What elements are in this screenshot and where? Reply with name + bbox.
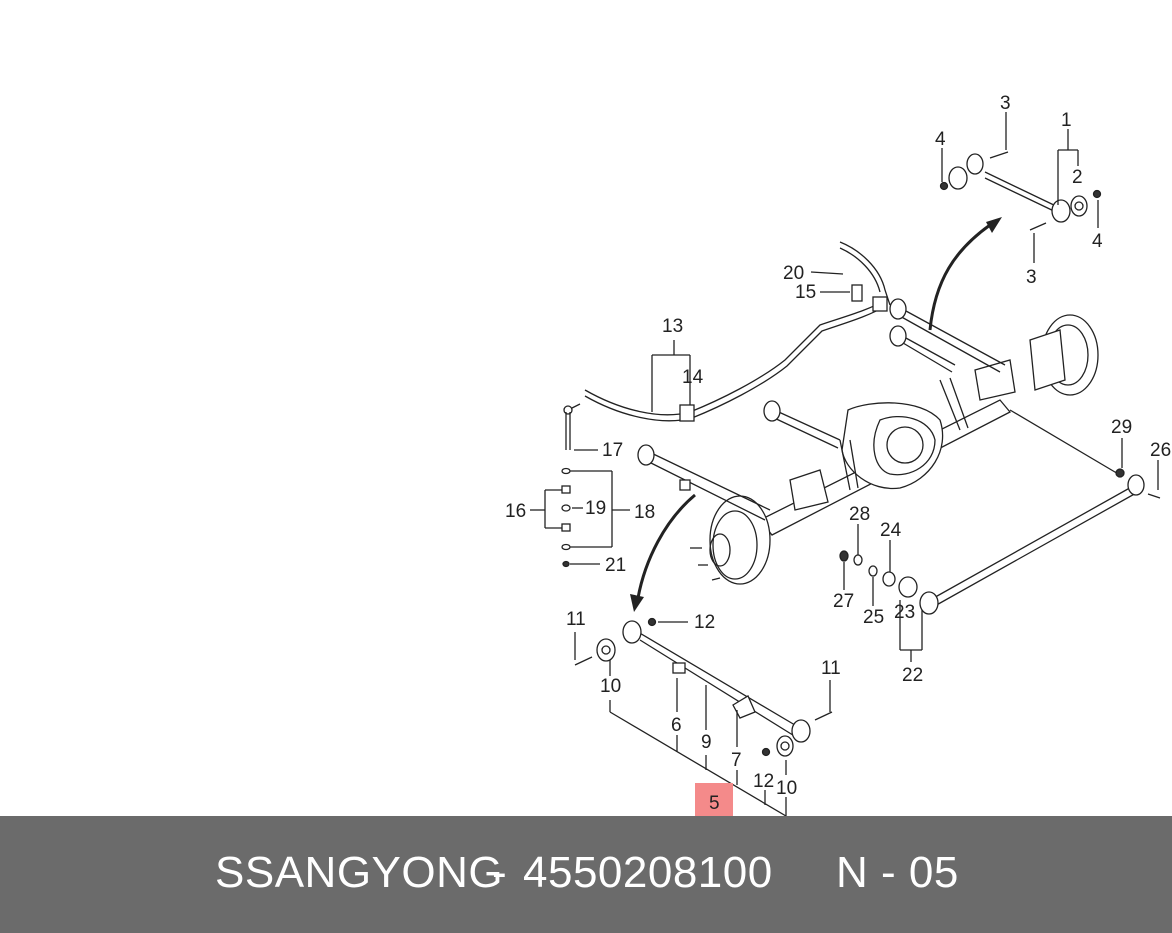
page-reference: N - 05 (836, 848, 959, 897)
stabilizer-link-kit (530, 403, 630, 568)
lateral-rod (839, 409, 1161, 662)
callout-label: 20 (783, 263, 804, 284)
callout-label: 12 (694, 612, 715, 633)
upper-arms-installed (763, 298, 1006, 491)
callout-label: 4 (1092, 231, 1103, 252)
callout-label: 22 (902, 665, 923, 686)
callout-label: 4 (935, 129, 946, 150)
callout-label: 25 (863, 607, 884, 628)
separator: - (492, 848, 508, 897)
callout-label: 13 (662, 316, 683, 337)
callout-label: 15 (795, 282, 816, 303)
part-number: 4550208100 (523, 848, 773, 897)
callout-label: 11 (566, 609, 586, 630)
callout-label: 2 (1072, 167, 1083, 188)
callout-label: 16 (505, 501, 526, 522)
callout-label: 1 (1061, 110, 1072, 131)
callout-label: 3 (1026, 267, 1037, 288)
footer-bar: SSANGYONG - 4550208100 N - 05 (0, 816, 1172, 933)
callout-label: 18 (634, 502, 655, 523)
highlight-box (695, 783, 733, 816)
callout-label: 23 (894, 602, 915, 623)
callout-label: 17 (602, 440, 623, 461)
callout-label: 21 (605, 555, 626, 576)
upper-control-arm (939, 151, 1102, 231)
brand-name: SSANGYONG (215, 848, 504, 897)
callout-labels: 1 2 3 4 3 4 20 15 13 14 17 16 19 18 21 2… (505, 93, 1171, 814)
callout-label: 10 (600, 676, 621, 697)
callout-label: 24 (880, 520, 902, 541)
parts-diagram: 1 2 3 4 3 4 20 15 13 14 17 16 19 18 21 2… (505, 93, 1171, 817)
callout-label: 3 (1000, 93, 1011, 114)
callout-label: 28 (849, 504, 870, 525)
callout-label: 7 (731, 750, 742, 771)
callout-label-highlighted: 5 (709, 793, 720, 814)
callout-label: 26 (1150, 440, 1171, 461)
callout-label: 19 (585, 498, 606, 519)
callout-label: 14 (682, 367, 704, 388)
rear-axle-housing (690, 314, 1099, 585)
callout-label: 29 (1111, 417, 1132, 438)
callout-label: 27 (833, 591, 854, 612)
callout-label: 11 (821, 658, 841, 679)
callout-label: 10 (776, 778, 797, 799)
callout-leaders-top (941, 112, 1099, 263)
callout-label: 9 (701, 732, 712, 753)
lower-arm-installed (637, 444, 771, 521)
callout-label: 12 (753, 771, 774, 792)
stabilizer-bar (584, 241, 891, 422)
callout-label: 6 (671, 715, 682, 736)
lower-control-arm-exploded (574, 617, 833, 817)
